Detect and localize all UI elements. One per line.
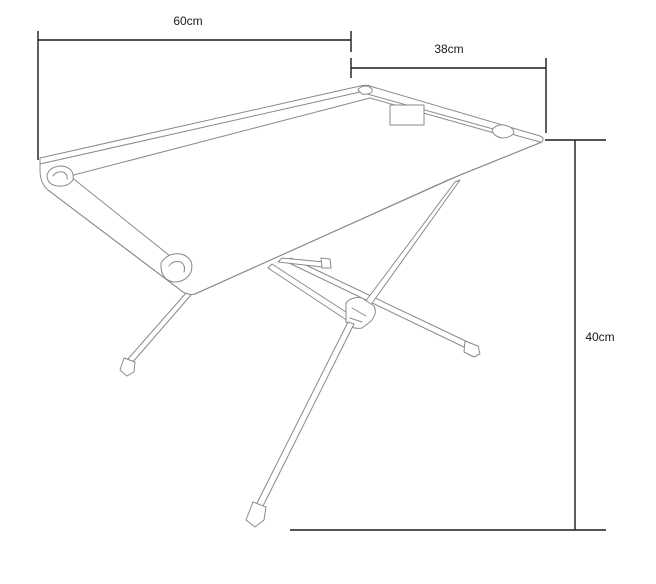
table-top-right-skirt	[194, 141, 543, 295]
table-top-seam	[69, 97, 506, 177]
depth-label: 38cm	[434, 42, 463, 56]
front-left-leg	[126, 292, 192, 364]
front-legs	[119, 179, 461, 528]
corner-grommet-front-right	[357, 85, 373, 95]
leg-hub-inner	[349, 307, 367, 323]
corner-grommet-front-left	[46, 165, 74, 187]
table-top-seam-left	[69, 175, 186, 269]
back-strut-cap	[320, 257, 332, 269]
corner-grommet-front-left-inner	[52, 171, 68, 180]
width-dimension: 60cm	[37, 14, 352, 160]
back-right-leg	[286, 257, 473, 350]
back-right-foot	[463, 340, 481, 358]
width-label: 60cm	[173, 14, 202, 28]
back-legs	[277, 257, 481, 358]
front-center-leg	[255, 321, 355, 509]
corner-grommet-back-left-inner	[168, 261, 186, 273]
table-top-left-skirt	[47, 189, 184, 293]
depth-dimension: 38cm	[350, 42, 547, 133]
corner-grommet-back-left	[160, 253, 193, 283]
label-patch	[389, 104, 425, 126]
front-left-foot	[119, 357, 136, 377]
front-center-foot	[245, 501, 267, 528]
corner-grommet-back-right	[491, 124, 515, 139]
height-label: 40cm	[585, 330, 614, 344]
height-dimension: 40cm	[290, 139, 615, 531]
table-illustration	[39, 84, 544, 528]
table-top	[39, 84, 544, 296]
